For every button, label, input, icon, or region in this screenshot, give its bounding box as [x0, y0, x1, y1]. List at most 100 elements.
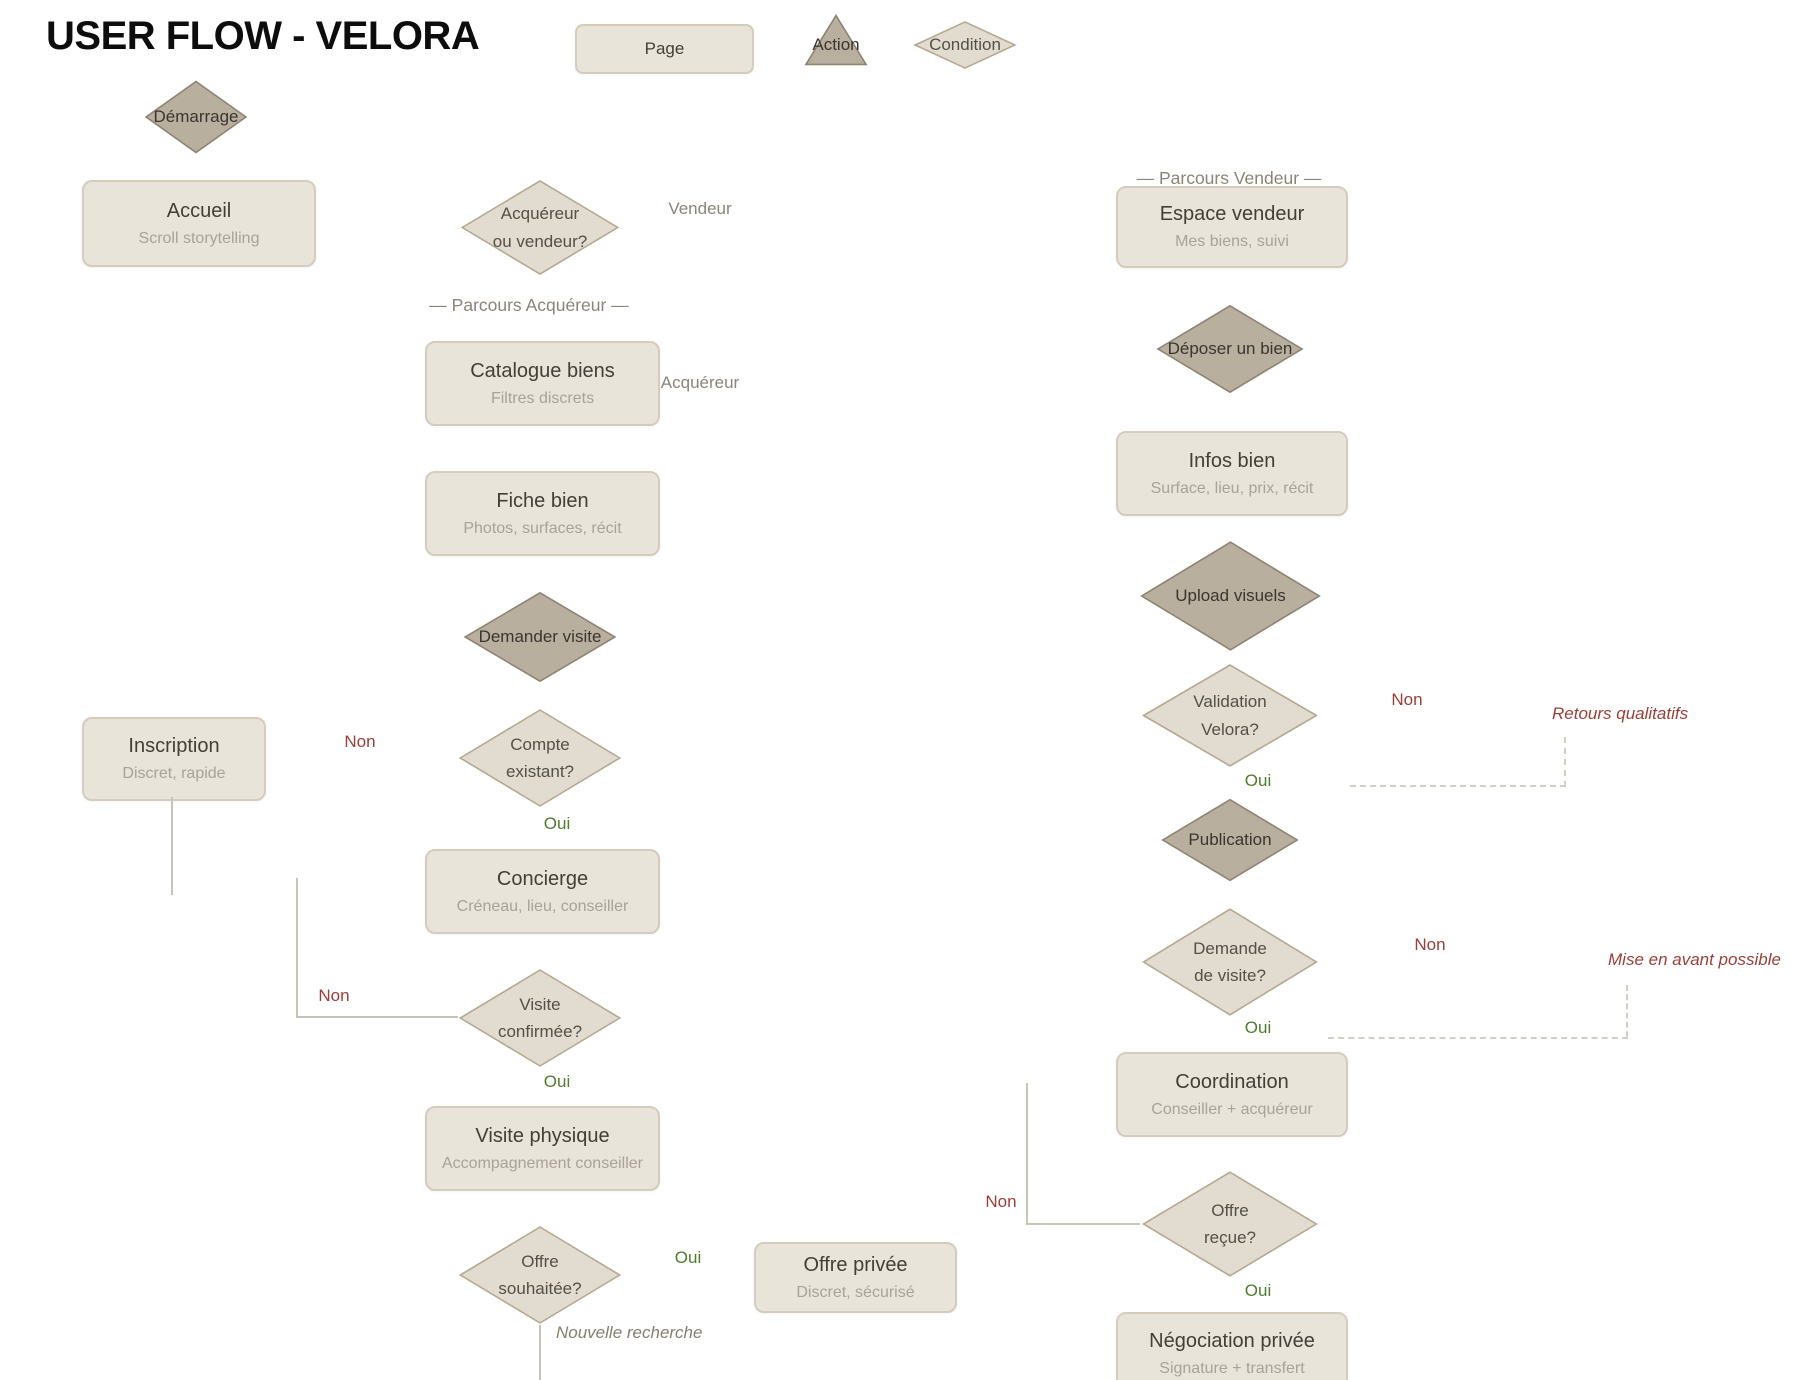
- page-box-title: Visite physique: [475, 1124, 610, 1147]
- legend-page-label: Page: [644, 39, 685, 58]
- diamond-icon: [1140, 663, 1320, 768]
- page-box-subtitle: Surface, lieu, prix, récit: [1150, 479, 1314, 497]
- legend-page-shape: Page: [575, 24, 754, 74]
- annotation-mise-en-avant: Mise en avant possible: [1608, 950, 1781, 969]
- connector-offre-recue-non-vertical: [1026, 1083, 1028, 1225]
- branch-label-oui: Oui: [674, 1248, 702, 1267]
- condition-visite-confirmee: Visite confirmée?: [457, 968, 623, 1068]
- branch-label-non: Non: [1391, 690, 1423, 709]
- condition-acquereur-ou-vendeur: Acquéreur ou vendeur?: [459, 179, 621, 276]
- diamond-icon: [1140, 1170, 1320, 1278]
- connector-retours-dashed-horizontal: [1350, 785, 1566, 787]
- action-label: Publication: [1188, 830, 1272, 850]
- condition-offre-souhaitee: Offre souhaitée?: [457, 1225, 623, 1325]
- condition-offre-recue: Offre reçue?: [1140, 1170, 1320, 1278]
- action-demarrage: Démarrage: [144, 80, 248, 154]
- page-box-subtitle: Mes biens, suivi: [1175, 233, 1289, 250]
- diamond-icon: [462, 591, 618, 683]
- page-box-subtitle: Signature + transfert: [1159, 1360, 1305, 1377]
- condition-validation-velora: Validation Velora?: [1140, 663, 1320, 768]
- condition-label: Offre souhaitée?: [498, 1251, 582, 1298]
- page-box-title: Inscription: [128, 735, 220, 757]
- connector-mise-dashed-vertical: [1626, 985, 1628, 1037]
- page-box-subtitle: Conseiller + acquéreur: [1151, 1100, 1313, 1118]
- condition-label: Compte existant?: [505, 734, 575, 781]
- condition-label: Visite confirmée?: [497, 994, 583, 1041]
- page-box-subtitle: Photos, surfaces, récit: [463, 519, 622, 537]
- diamond-icon: [1140, 907, 1320, 1017]
- action-demander-visite: Demander visite: [462, 591, 618, 683]
- page-box-subtitle: Discret, sécurisé: [796, 1283, 915, 1301]
- diamond-icon: [457, 968, 623, 1068]
- connector-inscription-down: [171, 797, 173, 895]
- connector-visite-non-horizontal: [296, 1016, 458, 1018]
- triangle-icon: [804, 14, 868, 66]
- branch-label-oui: Oui: [543, 1072, 571, 1091]
- page-box-subtitle: Créneau, lieu, conseiller: [456, 897, 629, 915]
- page-box-title: Négociation privée: [1149, 1330, 1315, 1352]
- connector-visite-non-vertical: [296, 878, 298, 1018]
- page-catalogue-biens: Catalogue biens Filtres discrets: [425, 341, 660, 426]
- page-coordination: Coordination Conseiller + acquéreur: [1116, 1052, 1348, 1137]
- diamond-icon: [459, 179, 621, 276]
- branch-label-non: Non: [985, 1192, 1017, 1211]
- page-title: USER FLOW - VELORA: [46, 14, 480, 58]
- heading-parcours-vendeur: — Parcours Vendeur —: [1136, 168, 1322, 188]
- page-box-title: Concierge: [496, 867, 589, 890]
- diamond-icon: [1160, 798, 1300, 882]
- legend-condition-label: Condition: [929, 35, 1001, 54]
- connector-offre-recue-non-horizontal: [1026, 1223, 1140, 1225]
- action-publication: Publication: [1160, 798, 1300, 882]
- branch-label-non: Non: [344, 732, 376, 751]
- action-label: Demander visite: [478, 627, 602, 647]
- page-concierge: Concierge Créneau, lieu, conseiller: [425, 849, 660, 934]
- page-box-title: Catalogue biens: [470, 359, 615, 382]
- page-offre-privee: Offre privée Discret, sécurisé: [754, 1242, 957, 1313]
- annotation-nouvelle-recherche: Nouvelle recherche: [556, 1323, 703, 1342]
- page-box-title: Espace vendeur: [1159, 203, 1305, 225]
- page-box-title: Infos bien: [1188, 449, 1276, 472]
- branch-label-acquereur: Acquéreur: [660, 373, 740, 392]
- page-negociation-privee: Négociation privée Signature + transfert: [1116, 1312, 1348, 1380]
- diamond-icon: [457, 708, 623, 808]
- connector-retours-dashed-vertical: [1564, 737, 1566, 787]
- action-label: Upload visuels: [1175, 586, 1286, 606]
- condition-demande-de-visite: Demande de visite?: [1140, 907, 1320, 1017]
- branch-label-oui: Oui: [1244, 1281, 1272, 1300]
- page-box-title: Fiche bien: [496, 489, 589, 512]
- action-upload-visuels: Upload visuels: [1138, 540, 1323, 652]
- branch-label-vendeur: Vendeur: [668, 199, 732, 218]
- condition-label: Demande de visite?: [1193, 938, 1267, 985]
- legend-condition-shape: [913, 21, 1017, 69]
- condition-label: Acquéreur ou vendeur?: [492, 204, 588, 251]
- page-box-subtitle: Filtres discrets: [490, 389, 595, 407]
- page-box-subtitle: Scroll storytelling: [138, 229, 260, 247]
- page-accueil: Accueil Scroll storytelling: [82, 180, 316, 267]
- page-inscription: Inscription Discret, rapide: [82, 717, 266, 801]
- page-box-subtitle: Accompagnement conseiller: [442, 1154, 643, 1172]
- page-box-title: Coordination: [1175, 1070, 1289, 1093]
- heading-parcours-acquereur: — Parcours Acquéreur —: [429, 295, 629, 315]
- page-box-title: Accueil: [166, 199, 232, 222]
- action-label: Démarrage: [153, 107, 239, 127]
- branch-label-oui: Oui: [1244, 771, 1272, 790]
- branch-label-non: Non: [1414, 935, 1446, 954]
- branch-label-oui: Oui: [543, 814, 571, 833]
- page-infos-bien: Infos bien Surface, lieu, prix, récit: [1116, 431, 1348, 516]
- action-deposer-un-bien: Déposer un bien: [1155, 304, 1305, 394]
- page-espace-vendeur: Espace vendeur Mes biens, suivi: [1116, 186, 1348, 268]
- diamond-icon: [457, 1225, 623, 1325]
- annotation-retours-qualitatifs: Retours qualitatifs: [1552, 704, 1689, 723]
- diamond-icon: [1138, 540, 1323, 652]
- branch-label-oui: Oui: [1244, 1018, 1272, 1037]
- connector-nouvelle-recherche: [539, 1325, 541, 1380]
- condition-label: Offre reçue?: [1204, 1200, 1256, 1247]
- branch-label-non: Non: [318, 986, 350, 1005]
- legend-action-shape: [804, 14, 868, 66]
- diamond-icon: [144, 80, 248, 154]
- condition-label: Validation Velora?: [1193, 692, 1267, 739]
- page-box-subtitle: Discret, rapide: [122, 765, 226, 782]
- page-fiche-bien: Fiche bien Photos, surfaces, récit: [425, 471, 660, 556]
- page-visite-physique: Visite physique Accompagnement conseille…: [425, 1106, 660, 1191]
